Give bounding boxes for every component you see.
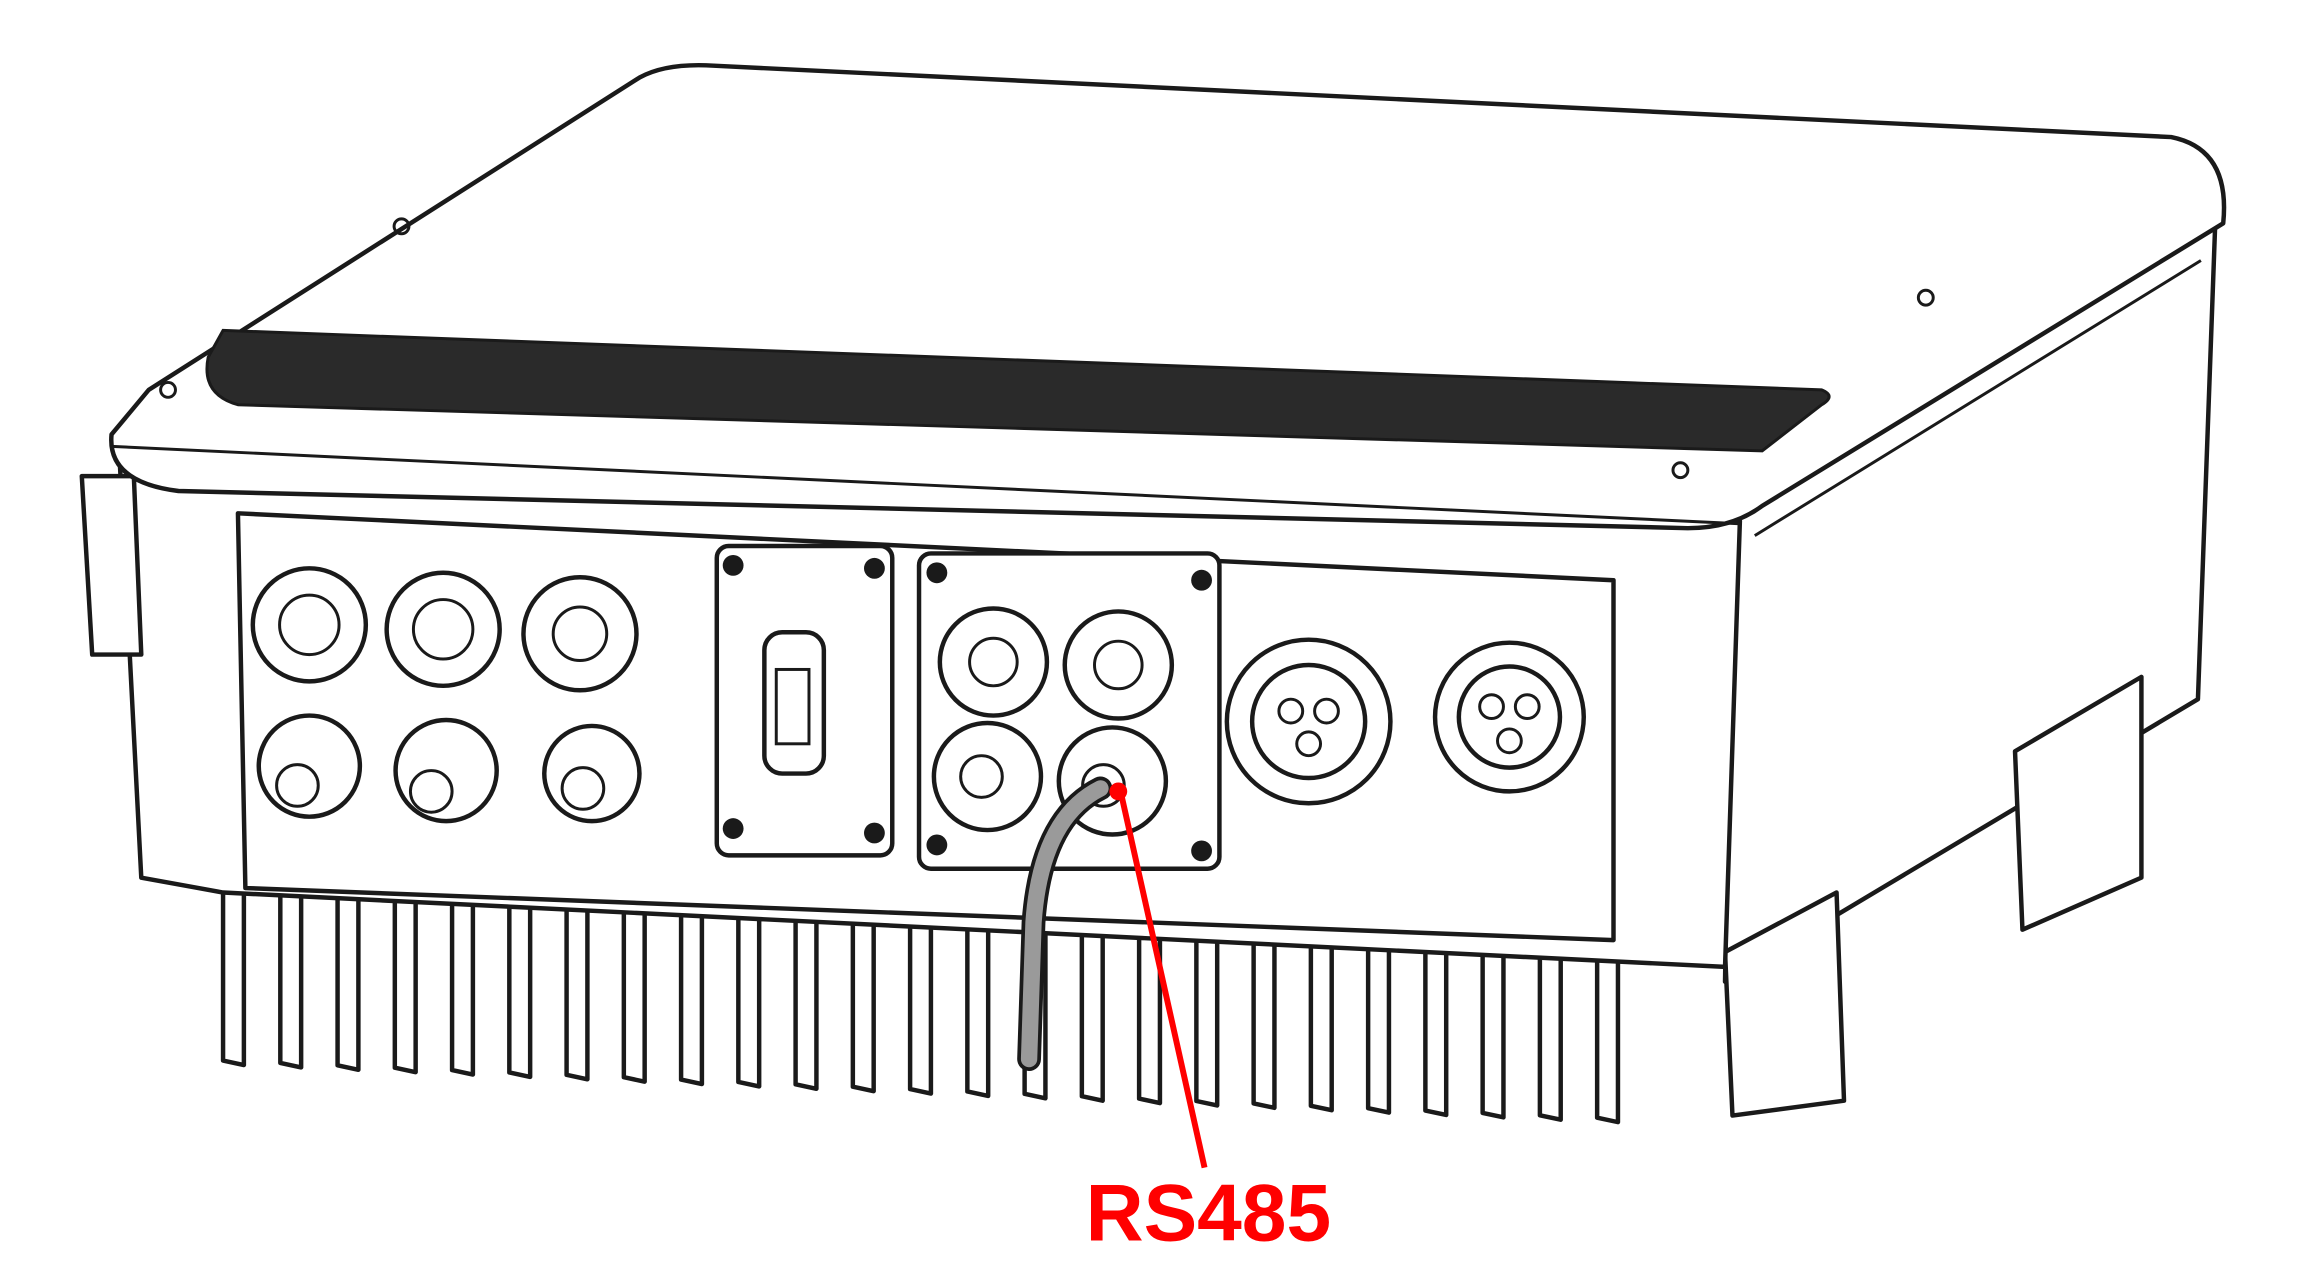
- heatsink-fin: [1537, 944, 1563, 1122]
- callout-line: [1118, 793, 1208, 1169]
- heatsink-fin: [1079, 925, 1105, 1103]
- heatsink-fin: [335, 894, 361, 1073]
- mounting-bracket-right: [2012, 674, 2144, 932]
- heatsink-fin: [392, 896, 418, 1075]
- heatsink-fin: [1594, 946, 1621, 1125]
- heatsink-fin: [278, 891, 304, 1070]
- heatsink-fin: [1480, 941, 1506, 1120]
- ac-connectors: [1224, 637, 1586, 806]
- communication-port-panel: [916, 551, 1222, 871]
- heatsink-fin: [965, 920, 991, 1099]
- heatsink-fin: [1194, 929, 1220, 1108]
- heatsink-fin: [1365, 937, 1392, 1115]
- vent-strip: [205, 328, 1831, 453]
- heatsink-fin: [1251, 932, 1277, 1111]
- heatsink-fin: [1423, 939, 1449, 1118]
- rs485-callout: RS485: [1086, 782, 1332, 1258]
- heatsink-fin: [1136, 927, 1163, 1106]
- heatsink-fin: [678, 908, 705, 1087]
- heatsink-fin: [907, 918, 934, 1096]
- mounting-bracket-front-right: [1722, 890, 1847, 1118]
- heatsink-fin: [507, 901, 533, 1080]
- heatsink-fin: [793, 913, 819, 1092]
- rs485-label: RS485: [1086, 1168, 1332, 1258]
- heatsink-fin: [564, 903, 590, 1082]
- pv-connectors: [250, 566, 642, 824]
- heatsink-fin: [850, 915, 876, 1094]
- left-handle: [79, 473, 144, 657]
- heatsink-fin: [621, 906, 647, 1084]
- dc-switch-panel: [714, 543, 895, 858]
- heatsink-fin: [736, 910, 762, 1089]
- heatsink-fin: [449, 899, 476, 1077]
- heatsink-fin: [220, 889, 247, 1068]
- heatsink-fin: [1308, 934, 1334, 1113]
